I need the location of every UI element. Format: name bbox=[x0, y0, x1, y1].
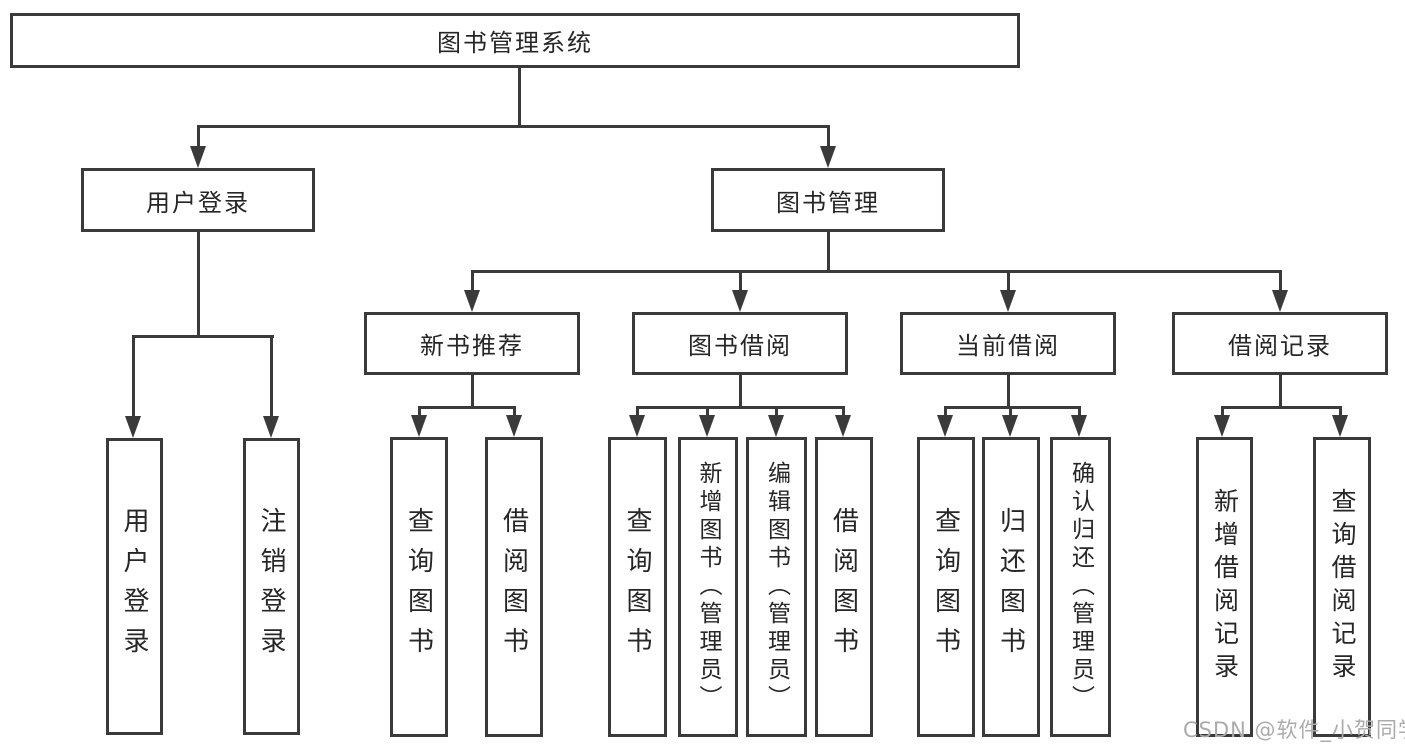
connector-stem bbox=[739, 270, 742, 291]
arrow-down-icon bbox=[835, 415, 851, 437]
node-borrow-record: 借阅记录 bbox=[1172, 312, 1388, 375]
node-nb-borrow-book: 借阅图书 bbox=[485, 437, 543, 737]
connector-stem bbox=[1078, 406, 1081, 417]
node-nb-query-book-label: 查询图书 bbox=[403, 507, 434, 667]
arrow-down-icon bbox=[820, 146, 836, 168]
node-new-book-recommend: 新书推荐 bbox=[364, 312, 580, 375]
arrow-down-icon bbox=[1332, 415, 1348, 437]
node-book-borrow: 图书借阅 bbox=[632, 312, 848, 375]
connector-stem bbox=[270, 335, 273, 416]
node-root: 图书管理系统 bbox=[10, 13, 1020, 68]
node-cb-query-book-label: 查询图书 bbox=[930, 507, 961, 667]
connector-stem bbox=[636, 406, 639, 417]
node-nb-borrow-book-label: 借阅图书 bbox=[498, 507, 529, 667]
arrow-down-icon bbox=[699, 415, 715, 437]
connector-current-borrow-rail bbox=[944, 406, 1081, 409]
node-cb-query-book: 查询图书 bbox=[917, 437, 975, 737]
connector-new-book-rail bbox=[418, 406, 516, 409]
arrow-down-icon bbox=[937, 415, 953, 437]
csdn-watermark: CSDN @软件_小贺同学 bbox=[1183, 718, 1405, 742]
connector-book-borrow-rail bbox=[636, 406, 845, 409]
connector-new-book-trunk bbox=[471, 375, 474, 409]
node-br-add-record-label: 新增借阅记录 bbox=[1210, 488, 1240, 686]
node-bb-query-book-label: 查询图书 bbox=[622, 507, 652, 667]
connector-stem bbox=[706, 406, 709, 417]
connector-stem bbox=[513, 406, 516, 417]
connector-current-borrow-trunk bbox=[1007, 375, 1010, 409]
node-current-borrow-label: 当前借阅 bbox=[956, 332, 1060, 360]
node-book-management: 图书管理 bbox=[711, 168, 945, 232]
node-cb-confirm-return-admin: 确认归还（管理员） bbox=[1050, 437, 1111, 737]
node-book-borrow-label: 图书借阅 bbox=[688, 332, 792, 360]
connector-stem bbox=[842, 406, 845, 417]
node-current-borrow: 当前借阅 bbox=[900, 312, 1116, 375]
node-new-book-recommend-label: 新书推荐 bbox=[420, 332, 524, 360]
node-bb-add-book-admin: 新增图书（管理员） bbox=[678, 437, 738, 737]
node-logout-action: 注销登录 bbox=[243, 438, 300, 735]
node-nb-query-book: 查询图书 bbox=[390, 437, 448, 737]
node-root-label: 图书管理系统 bbox=[437, 29, 593, 57]
arrow-down-icon bbox=[464, 290, 480, 312]
node-cb-confirm-return-admin-label: 确认归还（管理员） bbox=[1067, 461, 1094, 713]
connector-book-borrow-trunk bbox=[739, 375, 742, 409]
node-bb-edit-book-admin-label: 编辑图书（管理员） bbox=[763, 461, 790, 713]
node-br-query-record-label: 查询借阅记录 bbox=[1328, 488, 1357, 686]
connector-stem bbox=[1007, 270, 1010, 291]
arrow-down-icon bbox=[125, 416, 141, 438]
connector-level2-rail bbox=[197, 125, 830, 128]
arrow-down-icon bbox=[411, 415, 427, 437]
arrow-down-icon bbox=[1214, 415, 1230, 437]
node-cb-return-book-label: 归还图书 bbox=[995, 507, 1026, 667]
node-user-login-label: 用户登录 bbox=[146, 188, 250, 217]
arrow-down-icon bbox=[263, 416, 279, 438]
node-br-add-record: 新增借阅记录 bbox=[1196, 437, 1253, 737]
node-bb-edit-book-admin: 编辑图书（管理员） bbox=[746, 437, 807, 737]
arrow-down-icon bbox=[1071, 415, 1087, 437]
node-book-management-label: 图书管理 bbox=[776, 188, 880, 217]
arrow-down-icon bbox=[190, 146, 206, 168]
connector-stem bbox=[132, 335, 135, 416]
node-bb-borrow-book-label: 借阅图书 bbox=[828, 507, 859, 667]
connector-user-login-trunk bbox=[197, 232, 200, 338]
node-logout-action-label: 注销登录 bbox=[256, 506, 286, 667]
node-user-login-action: 用户登录 bbox=[106, 438, 163, 735]
node-cb-return-book: 归还图书 bbox=[982, 437, 1040, 737]
connector-book-mgmt-trunk bbox=[827, 232, 830, 273]
arrow-down-icon bbox=[506, 415, 522, 437]
connector-stem bbox=[418, 406, 421, 417]
node-br-query-record: 查询借阅记录 bbox=[1313, 437, 1371, 737]
connector-stem bbox=[1221, 406, 1224, 417]
connector-level3-rail bbox=[471, 270, 1282, 273]
connector-stem bbox=[1279, 270, 1282, 291]
connector-stem bbox=[827, 125, 830, 148]
node-bb-add-book-admin-label: 新增图书（管理员） bbox=[695, 461, 721, 713]
connector-borrow-record-trunk bbox=[1279, 375, 1282, 409]
node-borrow-record-label: 借阅记录 bbox=[1228, 332, 1332, 360]
arrow-down-icon bbox=[629, 415, 645, 437]
connector-stem bbox=[197, 125, 200, 148]
connector-stem bbox=[1339, 406, 1342, 417]
node-bb-borrow-book: 借阅图书 bbox=[815, 437, 873, 737]
node-bb-query-book: 查询图书 bbox=[608, 437, 667, 737]
arrow-down-icon bbox=[732, 290, 748, 312]
arrow-down-icon bbox=[1272, 290, 1288, 312]
arrow-down-icon bbox=[1002, 415, 1018, 437]
connector-borrow-record-rail bbox=[1221, 406, 1342, 409]
connector-stem bbox=[471, 270, 474, 291]
connector-stem bbox=[1009, 406, 1012, 417]
node-user-login: 用户登录 bbox=[81, 168, 315, 232]
connector-root-trunk bbox=[518, 68, 521, 128]
node-user-login-action-label: 用户登录 bbox=[119, 506, 149, 667]
arrow-down-icon bbox=[768, 415, 784, 437]
connector-stem bbox=[944, 406, 947, 417]
connector-stem bbox=[775, 406, 778, 417]
arrow-down-icon bbox=[1000, 290, 1016, 312]
connector-user-login-rail bbox=[132, 335, 274, 338]
